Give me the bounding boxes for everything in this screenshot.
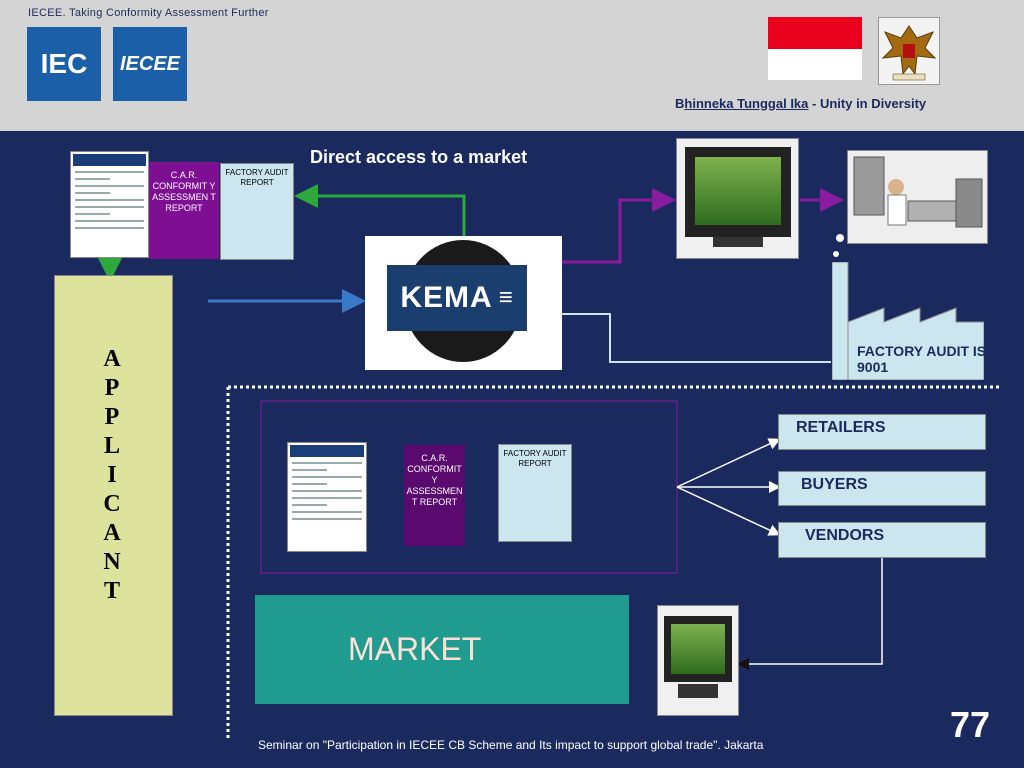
market-monitor-icon — [657, 605, 739, 716]
motto-prefix: B — [675, 96, 685, 111]
applicant-letter: A — [103, 520, 121, 546]
kema-logo-text: KEMA — [400, 281, 493, 314]
iecee-logo-text: IECEE — [119, 52, 181, 75]
applicant-letter: C — [103, 491, 121, 517]
motto-underlined: hinneka Tunggal Ika — [684, 96, 809, 111]
iec-logo-text: IEC — [40, 48, 88, 79]
iec-logo-icon: IEC — [27, 27, 101, 101]
market-box — [255, 595, 629, 704]
green-arrow-kema-to-report — [294, 184, 466, 236]
indonesia-flag-white-band — [768, 49, 862, 80]
applicant-letter: A — [103, 346, 121, 372]
light-arrow-factory-to-kema — [526, 306, 831, 363]
car-label-top: C.A.R. CONFORMIT Y ASSESSMEN T REPORT — [149, 162, 219, 259]
applicant-letter: P — [104, 375, 120, 401]
car-document-top — [70, 151, 149, 258]
technician-photo-icon — [847, 150, 988, 244]
applicant-letter: I — [107, 462, 117, 488]
applicant-bar — [54, 275, 173, 716]
slide-title: Direct access to a market — [310, 147, 528, 167]
factory-dot-icon — [836, 234, 844, 242]
applicant-label: A P P L I C A N T — [100, 345, 124, 606]
indonesia-flag-icon — [768, 17, 862, 49]
footer-text: Seminar on "Participation in IECEE CB Sc… — [258, 738, 764, 752]
retailers-box: RETAILERS — [778, 414, 986, 450]
vendors-box: VENDORS — [778, 522, 986, 558]
motto: Bhinneka Tunggal Ika - Unity in Diversit… — [675, 96, 926, 111]
page-number: 77 — [950, 704, 991, 745]
factory-dot-icon — [833, 251, 839, 257]
arrow-to-vendors — [676, 486, 781, 536]
iecee-logo-icon: IECEE — [113, 27, 187, 101]
applicant-letter: N — [103, 549, 121, 575]
applicant-letter: L — [103, 433, 120, 459]
car-label-bottom: C.A.R. CONFORMIT Y ASSESSMEN T REPORT — [404, 445, 465, 546]
monitor-icon — [676, 138, 799, 259]
kema-logo-icon: KEMA≡ — [387, 265, 527, 331]
factory-audit-report-bottom: FACTORY AUDIT REPORT — [498, 444, 572, 542]
tagline: IECEE. Taking Conformity Assessment Furt… — [28, 7, 269, 19]
factory-icon — [831, 261, 985, 381]
arrow-to-retailers — [676, 438, 781, 488]
motto-suffix: - Unity in Diversity — [808, 96, 927, 111]
buyers-box: BUYERS — [778, 471, 986, 506]
factory-audit-iso-label: FACTORY AUDIT ISO 9001 — [857, 343, 998, 375]
factory-audit-report-top: FACTORY AUDIT REPORT — [220, 163, 294, 260]
arrow-vendors-to-market-monitor — [737, 558, 883, 670]
applicant-letter: P — [104, 404, 120, 430]
applicant-letter: T — [103, 578, 120, 604]
car-document-bottom — [287, 442, 367, 552]
garuda-emblem-icon — [878, 17, 940, 85]
purple-arrow-kema-to-monitor — [562, 188, 676, 264]
dashed-enclosure — [226, 385, 1000, 738]
market-label: MARKET — [348, 631, 482, 667]
